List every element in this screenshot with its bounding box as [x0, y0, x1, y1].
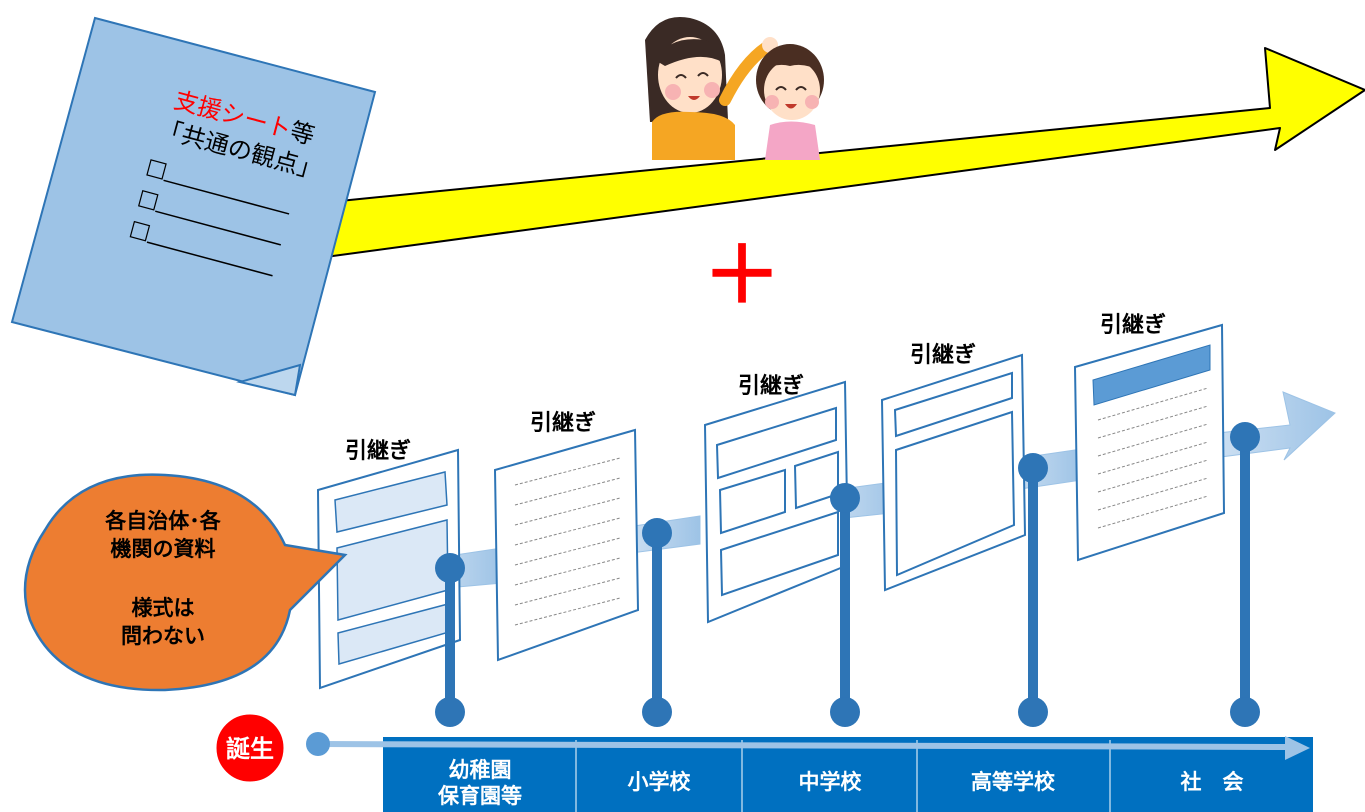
life-stage-labels: 幼稚園保育園等 小学校 中学校 高等学校 社 会 [437, 758, 1244, 808]
timeline-pins [435, 422, 1260, 727]
stage-label-society: 社 会 [1180, 770, 1244, 794]
stage-label-kindergarten: 幼稚園保育園等 [437, 758, 522, 808]
timeline-arrow [306, 732, 1310, 760]
handover-document-5 [1073, 323, 1226, 562]
callout-line-3: 様式は [132, 596, 195, 620]
handover-label: 引継ぎ [345, 438, 411, 464]
callout-line-1: 各自治体･各 [104, 509, 221, 533]
handover-label: 引継ぎ [738, 373, 804, 399]
handover-document-4 [880, 353, 1027, 592]
materials-callout: 各自治体･各 機関の資料 様式は 問わない [23, 473, 348, 692]
support-sheet-document: 支援シート等 「共通の観点」 □ □ □ [10, 16, 377, 397]
stage-label-high-school: 高等学校 [971, 770, 1056, 794]
plus-sign: ＋ [703, 231, 781, 321]
birth-label: 誕生 [226, 735, 274, 763]
mother-child-illustration [645, 16, 824, 160]
birth-badge: 誕生 [213, 711, 287, 785]
stage-label-elementary: 小学校 [628, 770, 692, 794]
handover-label: 引継ぎ [530, 410, 596, 436]
handover-document-2 [493, 428, 640, 662]
handover-document-3 [703, 380, 850, 624]
stage-label-junior-high: 中学校 [799, 770, 863, 794]
callout-line-2: 機関の資料 [111, 537, 216, 561]
handover-document-1 [316, 448, 462, 690]
handover-label: 引継ぎ [910, 342, 976, 368]
continuity-arrow [299, 47, 1365, 259]
handover-label: 引継ぎ [1100, 312, 1166, 338]
callout-line-4: 問わない [121, 624, 205, 648]
